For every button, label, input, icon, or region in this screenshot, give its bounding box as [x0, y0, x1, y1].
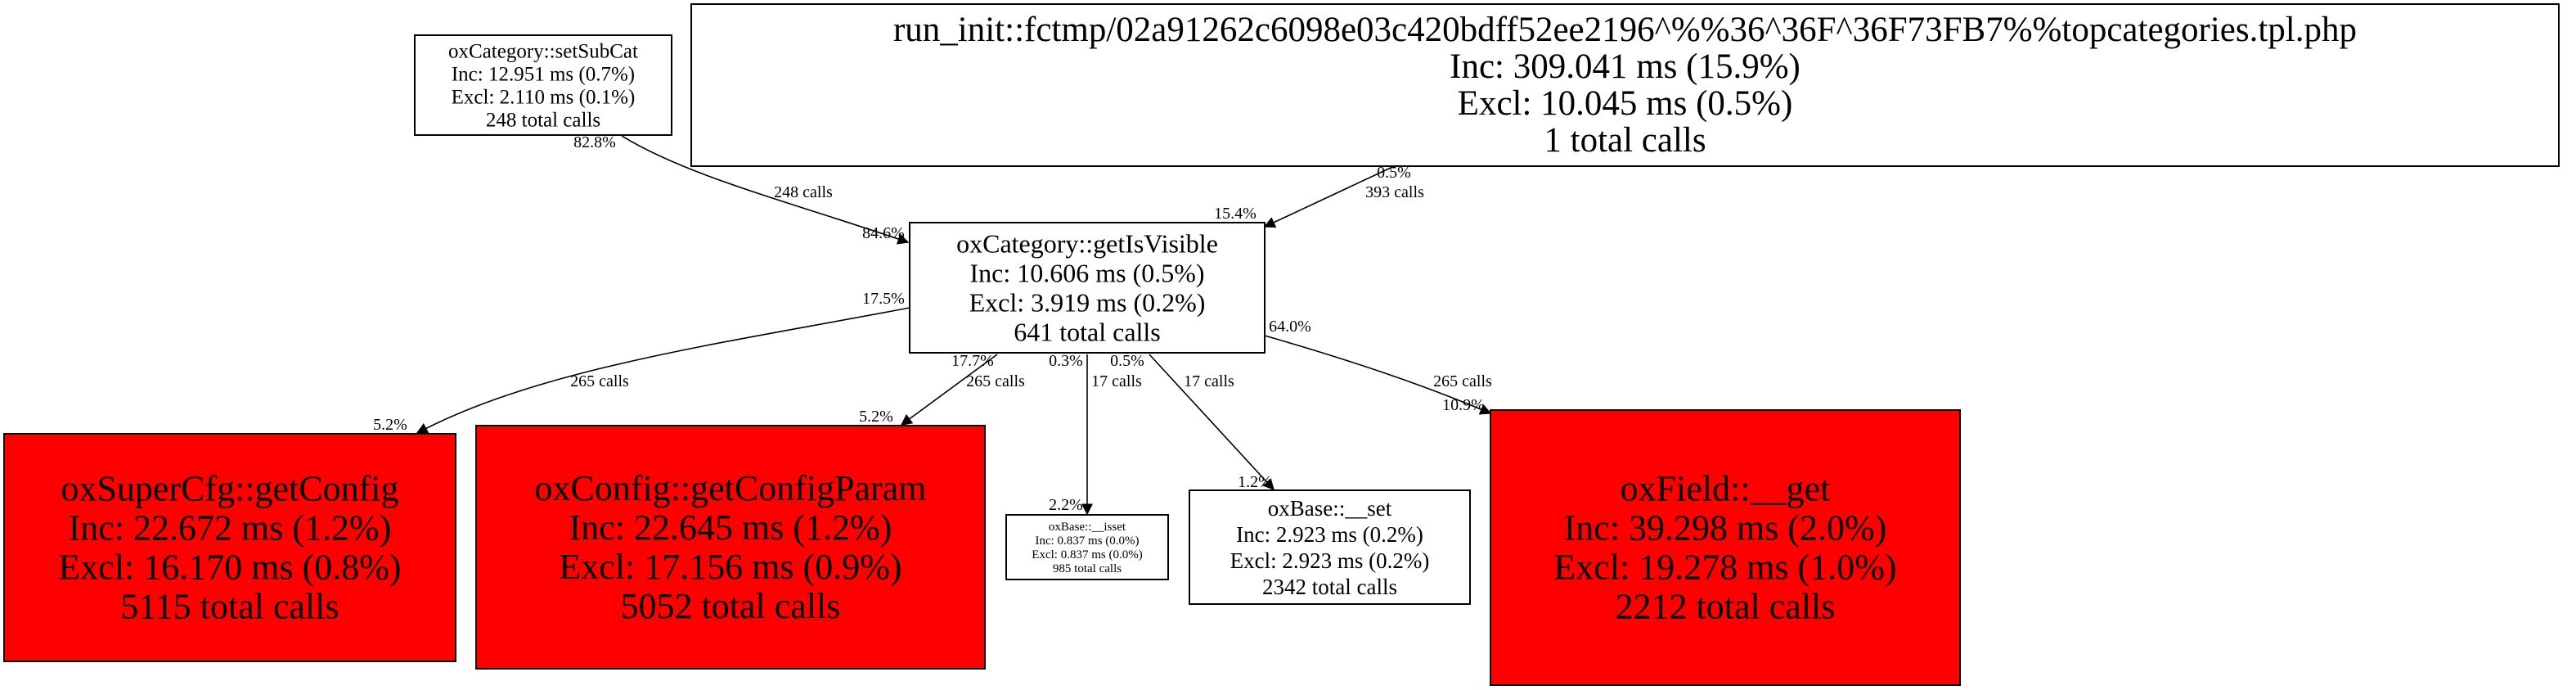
node-box: [414, 34, 672, 136]
node-total-calls: 2212 total calls: [1616, 586, 1836, 626]
node-runInit[interactable]: run_init::fctmp/02a91262c6098e03c420bdff…: [690, 3, 2560, 167]
edge-label-head-pct: 84.6%: [862, 224, 905, 242]
node-box: [909, 222, 1266, 354]
edge-label-calls: 17 calls: [1091, 372, 1142, 390]
edge-label-head-pct: 10.9%: [1442, 396, 1485, 414]
edge-label-head-pct: 15.4%: [1214, 205, 1257, 223]
edge-label-calls: 265 calls: [570, 372, 629, 390]
node-exclusive-time: Excl: 19.278 ms (1.0%): [1553, 547, 1896, 587]
node-exclusive-time: Excl: 0.837 ms (0.0%): [1032, 548, 1142, 561]
edge-label-calls: 393 calls: [1365, 183, 1424, 201]
edge-label-tail-pct: 82.8%: [573, 133, 616, 151]
edge-label-head-pct: 5.2%: [373, 416, 407, 434]
node-total-calls: 5115 total calls: [120, 586, 339, 626]
edge-line: [1263, 167, 1391, 228]
edge-label-calls: 265 calls: [966, 372, 1025, 390]
node-box: [475, 425, 986, 670]
edge-line: [621, 135, 910, 245]
node-exclusive-time: Excl: 10.045 ms (0.5%): [1458, 84, 1793, 123]
edge-label-calls: 17 calls: [1184, 372, 1234, 390]
node-box: [1005, 514, 1169, 580]
node-inclusive-time: Inc: 2.923 ms (0.2%): [1236, 522, 1423, 547]
edge-label-tail-pct: 0.3%: [1049, 352, 1083, 370]
edge-line: [1149, 354, 1275, 491]
edge-label-tail-pct: 17.5%: [862, 290, 905, 308]
node-exclusive-time: Excl: 2.923 ms (0.2%): [1230, 548, 1430, 573]
node-total-calls: 248 total calls: [486, 109, 600, 131]
node-box: [690, 3, 2560, 167]
node-function-name: oxBase::__set: [1268, 496, 1392, 521]
node-exclusive-time: Excl: 17.156 ms (0.9%): [559, 547, 901, 587]
edge-getIsVisible-to-get: 64.0% 265 calls 10.9%: [1264, 318, 1492, 415]
node-inclusive-time: Inc: 39.298 ms (2.0%): [1564, 507, 1887, 548]
edge-label-tail-pct: 64.0%: [1269, 318, 1311, 336]
edge-label-tail-pct: 0.5%: [1377, 164, 1411, 182]
edge-label-tail-pct: 0.5%: [1110, 352, 1144, 370]
edge-getIsVisible-to-isset: 0.3% 17 calls 2.2%: [1049, 352, 1142, 516]
node-function-name: oxConfig::getConfigParam: [534, 468, 926, 508]
edge-line: [900, 354, 998, 426]
edge-label-tail-pct: 17.7%: [951, 352, 994, 370]
node-exclusive-time: Excl: 3.919 ms (0.2%): [969, 287, 1206, 317]
node-box: [1189, 489, 1471, 605]
node-function-name: oxBase::__isset: [1049, 521, 1126, 534]
edge-label-head-pct: 2.2%: [1049, 496, 1083, 514]
edge-label-head-pct: 1.2%: [1238, 473, 1272, 491]
node-total-calls: 2342 total calls: [1262, 575, 1397, 599]
node-inclusive-time: Inc: 10.606 ms (0.5%): [969, 258, 1204, 287]
node-total-calls: 5052 total calls: [621, 586, 841, 626]
edge-setSubCat-to-getIsVisible: 82.8% 248 calls 84.6%: [573, 133, 910, 245]
edge-label-head-pct: 5.2%: [859, 408, 893, 426]
node-total-calls: 985 total calls: [1053, 562, 1122, 575]
node-function-name: oxCategory::getIsVisible: [956, 228, 1218, 258]
node-total-calls: 1 total calls: [1544, 121, 1706, 160]
edge-label-calls: 265 calls: [1433, 372, 1492, 390]
node-exclusive-time: Excl: 2.110 ms (0.1%): [452, 86, 636, 108]
edge-getIsVisible-to-set: 0.5% 17 calls 1.2%: [1110, 352, 1275, 491]
node-inclusive-time: Inc: 309.041 ms (15.9%): [1450, 47, 1801, 86]
node-total-calls: 641 total calls: [1014, 317, 1161, 346]
node-function-name: oxSuperCfg::getConfig: [61, 468, 398, 508]
node-function-name: oxCategory::setSubCat: [448, 40, 638, 62]
node-inclusive-time: Inc: 22.672 ms (1.2%): [69, 507, 392, 548]
edge-getIsVisible-to-getConfig: 17.5% 265 calls 5.2%: [373, 290, 910, 434]
node-box: [3, 433, 456, 662]
edge-line: [1264, 335, 1492, 415]
edge-getIsVisible-to-getConfigParam: 17.7% 265 calls 5.2%: [859, 352, 1025, 426]
node-inclusive-time: Inc: 0.837 ms (0.0%): [1035, 534, 1139, 548]
node-inclusive-time: Inc: 12.951 ms (0.7%): [452, 63, 635, 85]
node-function-name: oxField::__get: [1621, 468, 1831, 508]
edge-line: [416, 307, 910, 434]
node-exclusive-time: Excl: 16.170 ms (0.8%): [58, 547, 401, 587]
edge-runInit-to-getIsVisible: 0.5%393 calls 15.4%: [1214, 164, 1424, 228]
edge-label-calls: 248 calls: [774, 183, 833, 201]
node-function-name: run_init::fctmp/02a91262c6098e03c420bdff…: [893, 11, 2357, 49]
node-box: [1490, 409, 1961, 686]
node-inclusive-time: Inc: 22.645 ms (1.2%): [569, 507, 892, 548]
